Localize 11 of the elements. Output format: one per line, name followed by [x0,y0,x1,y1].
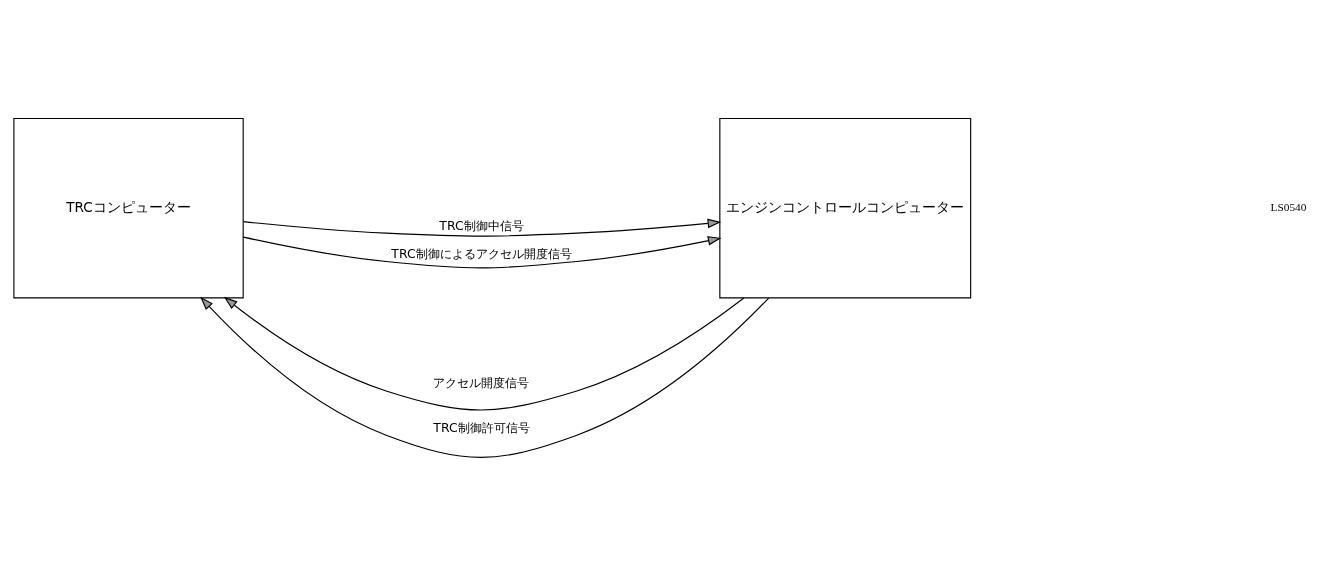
node-box: TRCコンピューター [12,117,244,298]
arrow [242,235,721,268]
edge-label: TRC制御許可信号 [432,419,530,435]
arrow [242,218,721,237]
arrow [199,296,769,458]
edge-label: TRC制御によるアクセル開度信号 [390,245,572,261]
edge-label: アクセル開度信号 [433,374,529,390]
arrow [223,296,744,411]
edge-label: TRC制御中信号 [438,217,524,233]
node-box: エンジンコントロールコンピューター [718,117,971,298]
label: LS0540 [1270,200,1306,213]
